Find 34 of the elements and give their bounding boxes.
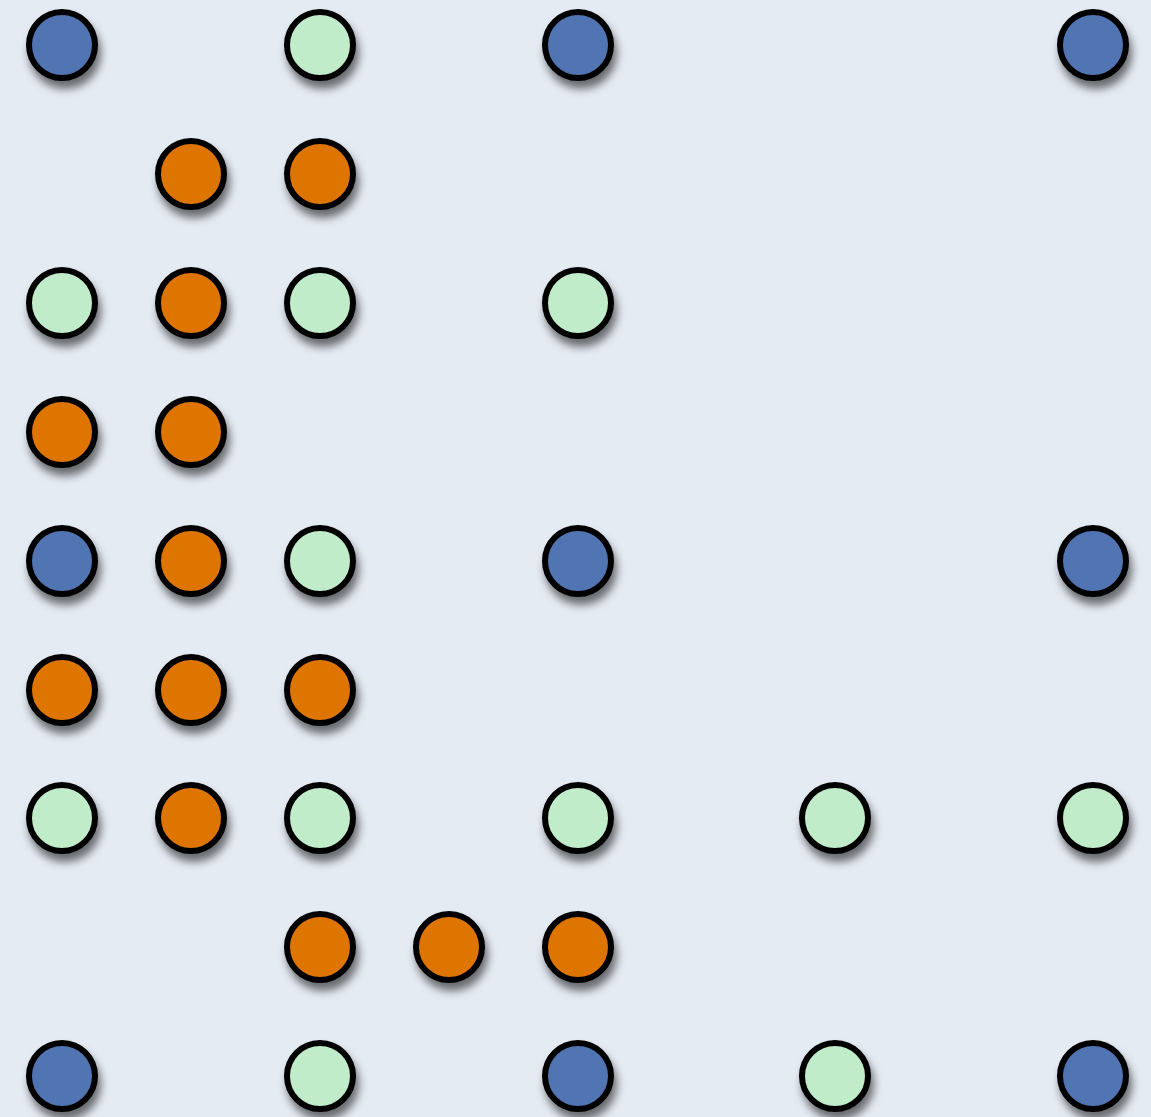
- dot: [283, 137, 356, 210]
- dot: [541, 266, 614, 339]
- dot: [412, 911, 485, 984]
- dot: [541, 911, 614, 984]
- dot: [283, 782, 356, 855]
- dot: [154, 266, 227, 339]
- dot: [541, 524, 614, 597]
- dot: [1057, 1040, 1130, 1113]
- dot: [154, 137, 227, 210]
- dot: [283, 266, 356, 339]
- dot: [283, 653, 356, 726]
- dot: [283, 1040, 356, 1113]
- dot: [154, 782, 227, 855]
- dot: [1057, 9, 1130, 81]
- dot: [26, 1040, 98, 1113]
- dot: [154, 524, 227, 597]
- dot: [541, 782, 614, 855]
- dot: [799, 1040, 872, 1113]
- dot: [26, 9, 98, 81]
- dot: [283, 911, 356, 984]
- dot: [283, 9, 356, 81]
- dot: [1057, 782, 1130, 855]
- dot: [799, 782, 872, 855]
- dot: [541, 9, 614, 81]
- dot: [1057, 524, 1130, 597]
- dot: [26, 653, 98, 726]
- dot: [154, 395, 227, 468]
- dot: [26, 782, 98, 855]
- dot: [541, 1040, 614, 1113]
- dot: [26, 395, 98, 468]
- dot: [26, 266, 98, 339]
- dot: [283, 524, 356, 597]
- dot: [154, 653, 227, 726]
- dot: [26, 524, 98, 597]
